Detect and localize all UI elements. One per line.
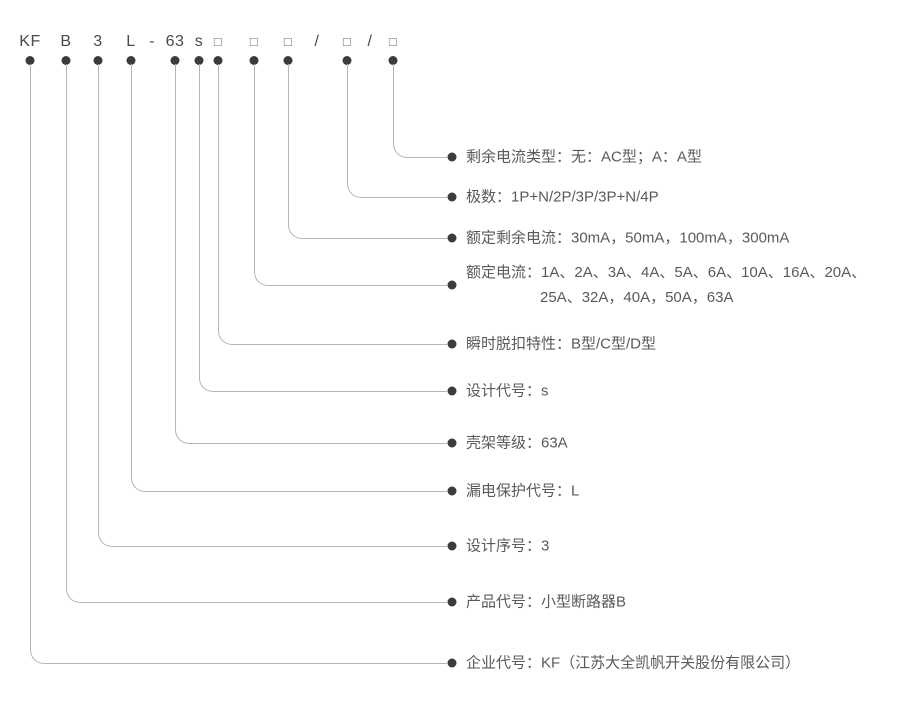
- callout-bullet-residual-current-type: [447, 152, 457, 162]
- code-segment-separator-4: -: [149, 33, 155, 50]
- code-anchor-dot: [249, 56, 259, 65]
- callout-bullet-frame-rating: [447, 438, 457, 448]
- callout-text-line1: 产品代号：小型断路器B: [466, 593, 627, 611]
- code-anchor-dot: [25, 56, 35, 65]
- callout-bullet-rated-residual-current: [447, 233, 457, 243]
- code-segment-text-6: s: [194, 33, 204, 50]
- callout-bullet-product-code: [447, 597, 457, 607]
- callout-text-line1: 壳架等级：63A: [466, 434, 568, 452]
- callout-bullet-pole-number: [447, 192, 457, 202]
- code-segment-box-9: □: [283, 34, 293, 49]
- callout-text-line1: 企业代号：KF（江苏大全凯帆开关股份有限公司）: [466, 654, 801, 672]
- leader-line-pole-number: [346, 64, 447, 198]
- code-segment-text-0: KF: [19, 33, 41, 50]
- code-segment-box-8: □: [249, 34, 259, 49]
- code-anchor-dot: [93, 56, 103, 65]
- leader-line-rated-current: [253, 64, 447, 286]
- leader-line-frame-rating: [174, 64, 447, 444]
- callout-text-line1: 极数：1P+N/2P/3P/3P+N/4P: [466, 188, 659, 206]
- code-segment-separator-10: /: [314, 33, 320, 50]
- callout-bullet-instantaneous-trip-characteristic: [447, 339, 457, 349]
- callout-text-rated-residual-current: 额定剩余电流：30mA，50mA，100mA，300mA: [466, 226, 789, 251]
- code-segment-text-3: L: [126, 33, 136, 50]
- callout-text-product-code: 产品代号：小型断路器B: [466, 590, 626, 615]
- code-segment-box-11: □: [342, 34, 352, 49]
- callout-bullet-earth-leakage-protection-code: [447, 486, 457, 496]
- callout-text-line1: 漏电保护代号：L: [466, 482, 580, 500]
- callout-bullet-design-sequence-number: [447, 541, 457, 551]
- code-anchor-dot: [213, 56, 223, 65]
- code-anchor-dot: [194, 56, 204, 65]
- code-anchor-dot: [342, 56, 352, 65]
- callout-text-line1: 瞬时脱扣特性：B型/C型/D型: [466, 335, 657, 353]
- callout-text-frame-rating: 壳架等级：63A: [466, 431, 568, 456]
- leader-line-rated-residual-current: [287, 64, 447, 239]
- leader-line-design-sequence-number: [97, 64, 447, 547]
- callout-text-enterprise-code: 企业代号：KF（江苏大全凯帆开关股份有限公司）: [466, 651, 800, 676]
- callout-text-rated-current: 额定电流：1A、2A、3A、4A、5A、6A、10A、16A、20A、 25A、3…: [466, 260, 866, 310]
- callout-text-instantaneous-trip-characteristic: 瞬时脱扣特性：B型/C型/D型: [466, 332, 656, 357]
- callout-bullet-enterprise-code: [447, 658, 457, 668]
- code-anchor-dot: [126, 56, 136, 65]
- code-segment-text-5: 63: [165, 33, 185, 50]
- model-code-row: KF B 3 L-63 s □ □ □ / □ / □: [0, 32, 430, 56]
- code-segment-separator-12: /: [367, 33, 373, 50]
- code-segment-box-7: □: [213, 34, 223, 49]
- leader-line-earth-leakage-protection-code: [130, 64, 447, 492]
- leader-line-design-code: [198, 64, 447, 392]
- callout-text-design-code: 设计代号：s: [466, 379, 549, 404]
- leader-line-residual-current-type: [392, 64, 447, 158]
- callout-text-line1: 设计序号：3: [466, 537, 550, 555]
- leader-line-instantaneous-trip-characteristic: [217, 64, 447, 345]
- callout-text-residual-current-type: 剩余电流类型：无：AC型；A：A型: [466, 145, 702, 170]
- callout-text-line1: 额定电流：1A、2A、3A、4A、5A、6A、10A、16A、20A、: [466, 264, 867, 281]
- callout-text-line1: 额定剩余电流：30mA，50mA，100mA，300mA: [466, 229, 790, 247]
- leader-line-enterprise-code: [29, 64, 447, 664]
- code-anchor-dot: [61, 56, 71, 65]
- callout-text-line1: 剩余电流类型：无：AC型；A：A型: [466, 148, 702, 166]
- callout-text-line2: 25A、32A，40A，50A，63A: [540, 289, 734, 306]
- code-anchor-dot: [283, 56, 293, 65]
- code-segment-box-13: □: [388, 34, 398, 49]
- callout-text-pole-number: 极数：1P+N/2P/3P/3P+N/4P: [466, 185, 659, 210]
- callout-bullet-design-code: [447, 386, 457, 396]
- callout-text-earth-leakage-protection-code: 漏电保护代号：L: [466, 479, 579, 504]
- callout-text-line1: 设计代号：s: [466, 382, 549, 400]
- code-anchor-dot: [388, 56, 398, 65]
- code-segment-text-1: B: [60, 33, 72, 50]
- code-segment-text-2: 3: [93, 33, 103, 50]
- callout-text-design-sequence-number: 设计序号：3: [466, 534, 549, 559]
- code-anchor-dot: [170, 56, 180, 65]
- leader-line-product-code: [65, 64, 447, 603]
- callout-bullet-rated-current: [447, 280, 457, 290]
